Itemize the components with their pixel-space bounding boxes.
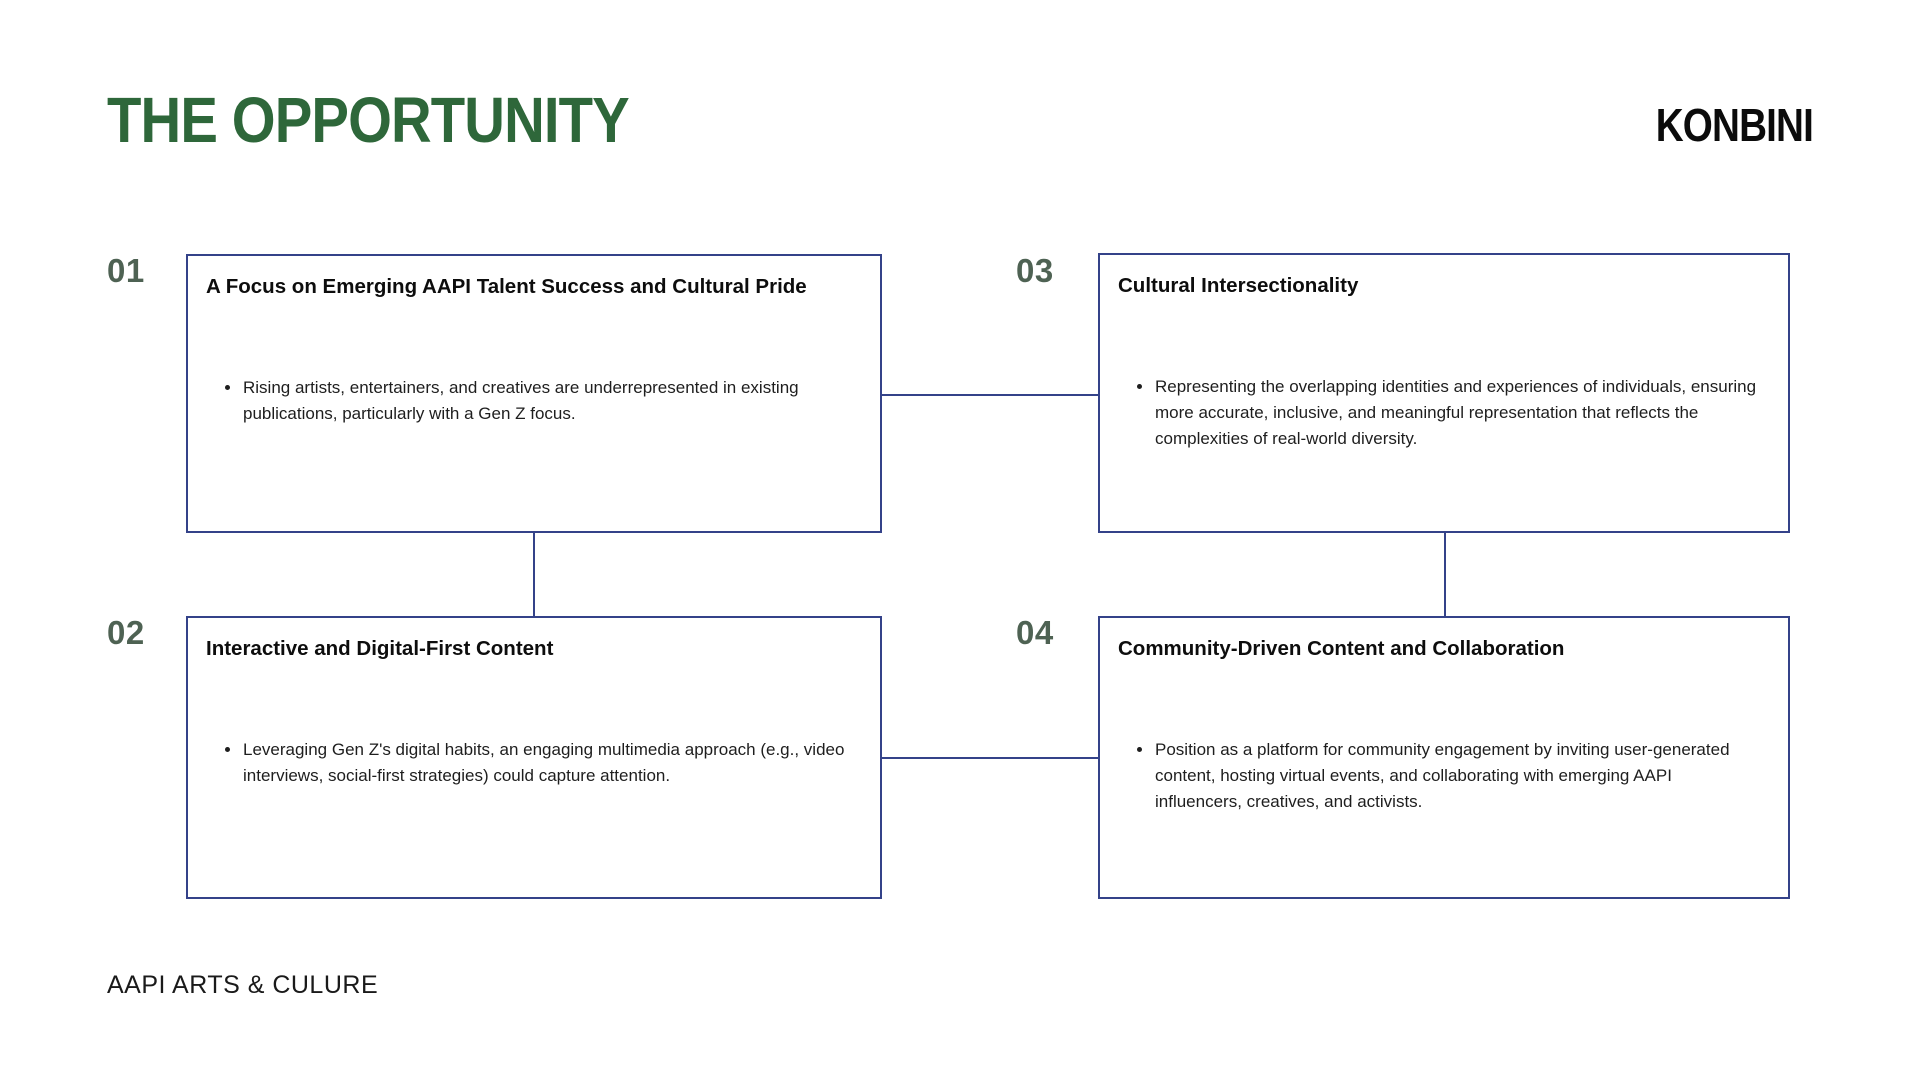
box-bullet-list-01: Rising artists, entertainers, and creati… [206, 375, 852, 427]
box-bullet-list-03: Representing the overlapping identities … [1118, 374, 1760, 452]
connector-box02-box04 [882, 757, 1098, 759]
box-title-02: Interactive and Digital-First Content [206, 637, 554, 660]
slide-footer: AAPI ARTS & CULURE [107, 971, 379, 999]
box-title-04: Community-Driven Content and Collaborati… [1118, 637, 1565, 660]
box-bullet-02: Leveraging Gen Z's digital habits, an en… [242, 737, 852, 789]
box-number-04: 04 [1016, 614, 1054, 651]
box-number-03: 03 [1016, 252, 1054, 289]
opportunity-box-04: Community-Driven Content and Collaborati… [1098, 616, 1790, 899]
connector-box03-box04 [1444, 533, 1446, 616]
connector-box01-box03 [882, 394, 1098, 396]
box-bullet-04: Position as a platform for community eng… [1154, 737, 1760, 815]
slide-title: THE OPPORTUNITY [107, 84, 630, 156]
opportunity-box-03: Cultural Intersectionality Representing … [1098, 253, 1790, 533]
connector-box01-box02 [533, 533, 535, 616]
opportunity-box-01: A Focus on Emerging AAPI Talent Success … [186, 254, 882, 533]
box-bullet-03: Representing the overlapping identities … [1154, 374, 1760, 452]
box-bullet-list-04: Position as a platform for community eng… [1118, 737, 1760, 815]
opportunity-box-02: Interactive and Digital-First Content Le… [186, 616, 882, 899]
box-bullet-01: Rising artists, entertainers, and creati… [242, 375, 852, 427]
box-title-03: Cultural Intersectionality [1118, 274, 1359, 297]
konbini-logo: KONBINI [1655, 99, 1814, 151]
box-bullet-list-02: Leveraging Gen Z's digital habits, an en… [206, 737, 852, 789]
box-number-02: 02 [107, 614, 145, 651]
box-title-01: A Focus on Emerging AAPI Talent Success … [206, 275, 807, 298]
box-number-01: 01 [107, 252, 145, 289]
